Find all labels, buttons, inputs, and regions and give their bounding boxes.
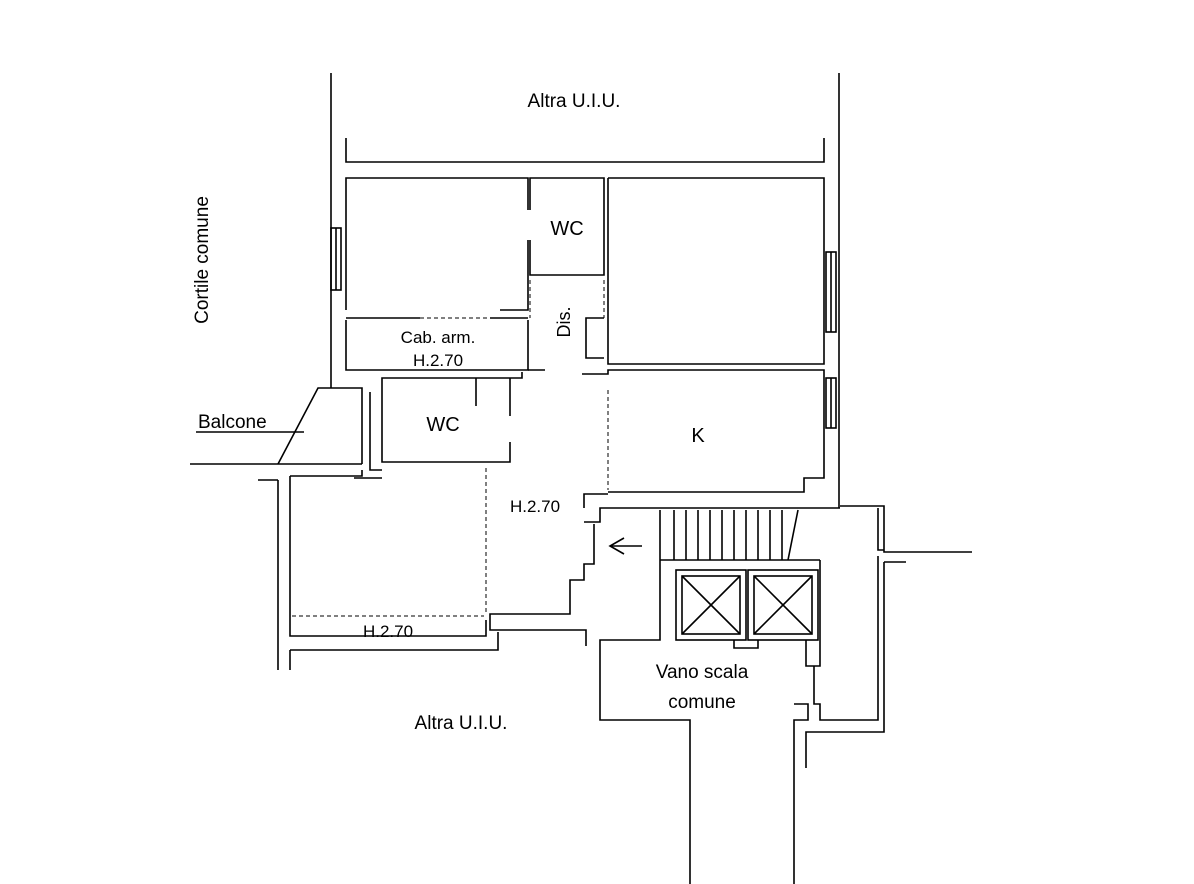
elevator-left — [675, 569, 747, 641]
label-cab-arm: Cab. arm. — [401, 328, 476, 347]
label-wc-lower: WC — [426, 414, 459, 436]
room-right-upper — [607, 177, 825, 365]
shaft-walls — [793, 505, 972, 884]
balcony — [190, 387, 363, 465]
staircase — [599, 509, 820, 884]
room-dis — [529, 280, 605, 359]
room-lower-left — [258, 470, 499, 670]
entrance-arrow-icon — [608, 537, 642, 555]
windows — [330, 227, 837, 429]
corridor — [485, 468, 840, 646]
room-wc-lower — [369, 372, 523, 471]
room-cab-arm — [345, 317, 545, 371]
label-bottom-height: H.2.70 — [363, 622, 413, 641]
label-kitchen: K — [691, 425, 705, 447]
label-wc-upper: WC — [550, 218, 583, 240]
room-wc-upper — [529, 177, 605, 276]
label-vano-line1: Vano scala — [656, 662, 749, 683]
label-altra-top: Altra U.I.U. — [528, 91, 621, 112]
label-corridor-height: H.2.70 — [510, 497, 560, 516]
label-balcone: Balcone — [198, 412, 267, 433]
outer-walls — [330, 73, 840, 508]
room-kitchen — [582, 369, 825, 493]
elevator-right — [733, 560, 821, 667]
label-dis: Dis. — [554, 307, 574, 338]
room-upper-left — [345, 177, 529, 319]
label-cortile: Cortile comune — [192, 196, 213, 324]
label-cab-height: H.2.70 — [413, 351, 463, 370]
label-altra-bottom: Altra U.I.U. — [415, 713, 508, 734]
label-vano-line2: comune — [668, 692, 736, 713]
